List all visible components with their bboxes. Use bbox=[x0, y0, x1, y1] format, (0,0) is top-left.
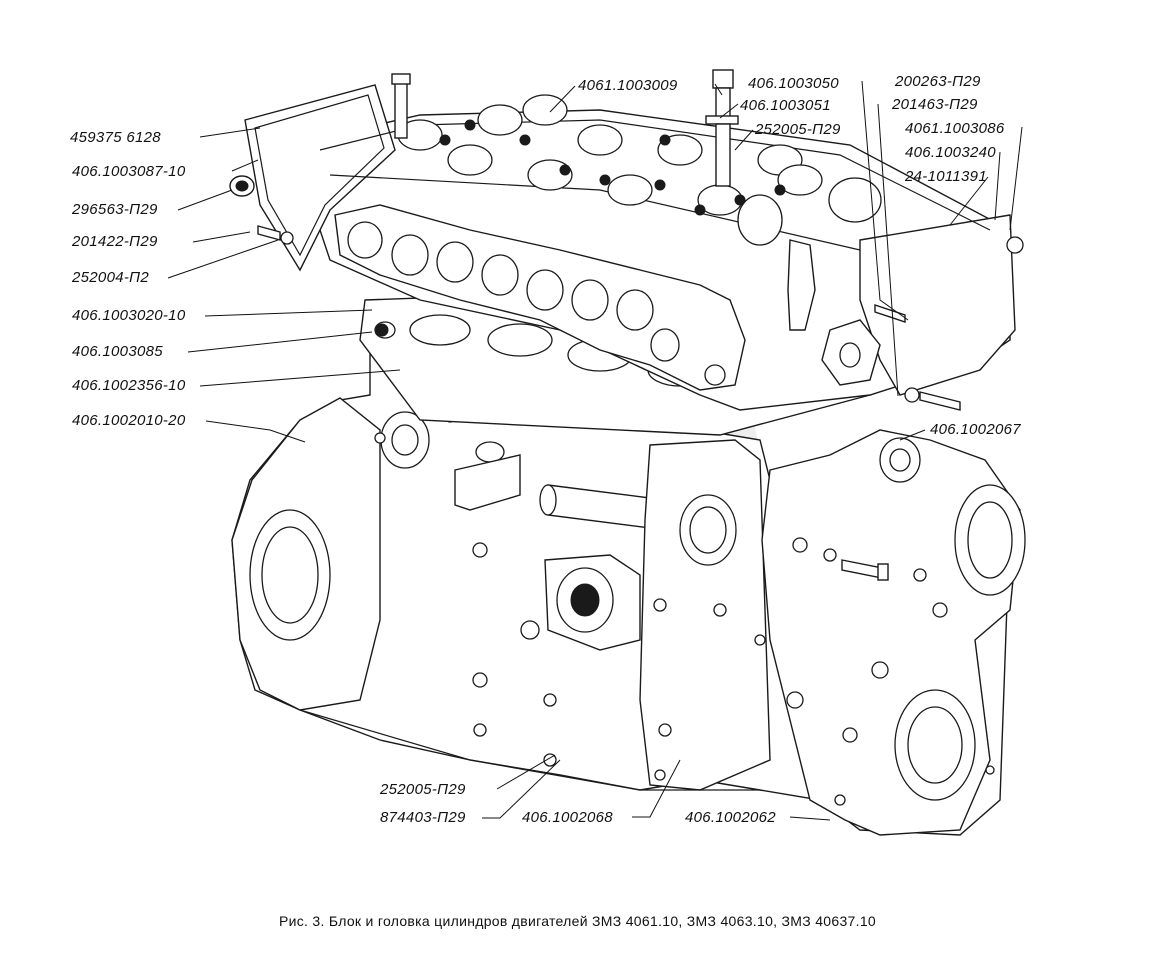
manifold-gasket bbox=[334, 204, 746, 391]
part-label: 406.1002356-10 bbox=[72, 377, 186, 394]
part-label: 874403-П29 bbox=[380, 809, 466, 826]
part-label: 459375 6128 bbox=[70, 129, 161, 146]
part-label: 406.1002067 bbox=[930, 421, 1021, 438]
part-label: 4061.1003009 bbox=[578, 77, 678, 94]
part-label: 296563-П29 bbox=[71, 201, 158, 218]
cylinder-block bbox=[231, 334, 1026, 836]
part-labels: 459375 6128 406.1003087-10 296563-П29 20… bbox=[70, 73, 1021, 826]
part-label: 406.1002062 bbox=[685, 809, 776, 826]
part-label: 406.1002068 bbox=[522, 809, 613, 826]
part-label: 4061.1003086 bbox=[905, 120, 1005, 137]
part-label: 252004-П2 bbox=[71, 269, 149, 286]
part-label: 406.1002010-20 bbox=[72, 412, 186, 429]
part-label: 252005-П29 bbox=[754, 121, 841, 138]
part-label: 252005-П29 bbox=[379, 781, 466, 798]
figure-caption: Рис. 3. Блок и головка цилиндров двигате… bbox=[278, 913, 877, 929]
part-label: 406.1003240 bbox=[905, 144, 996, 161]
cover-bolts bbox=[374, 413, 995, 806]
part-label: 201422-П29 bbox=[71, 233, 158, 250]
part-label: 201463-П29 bbox=[891, 96, 978, 113]
head-studs bbox=[439, 119, 786, 216]
leader-lines bbox=[167, 80, 1023, 821]
part-label: 24-1011391 bbox=[904, 168, 987, 185]
part-label: 406.1003020-10 bbox=[72, 307, 186, 324]
part-label: 406.1003085 bbox=[72, 343, 163, 360]
part-label: 406.1003050 bbox=[748, 75, 839, 92]
cylinder-head bbox=[229, 69, 1024, 411]
part-label: 406.1003087-10 bbox=[72, 163, 186, 180]
camshaft-caps bbox=[397, 94, 882, 246]
part-label: 200263-П29 bbox=[894, 73, 981, 90]
part-label: 406.1003051 bbox=[740, 97, 831, 114]
